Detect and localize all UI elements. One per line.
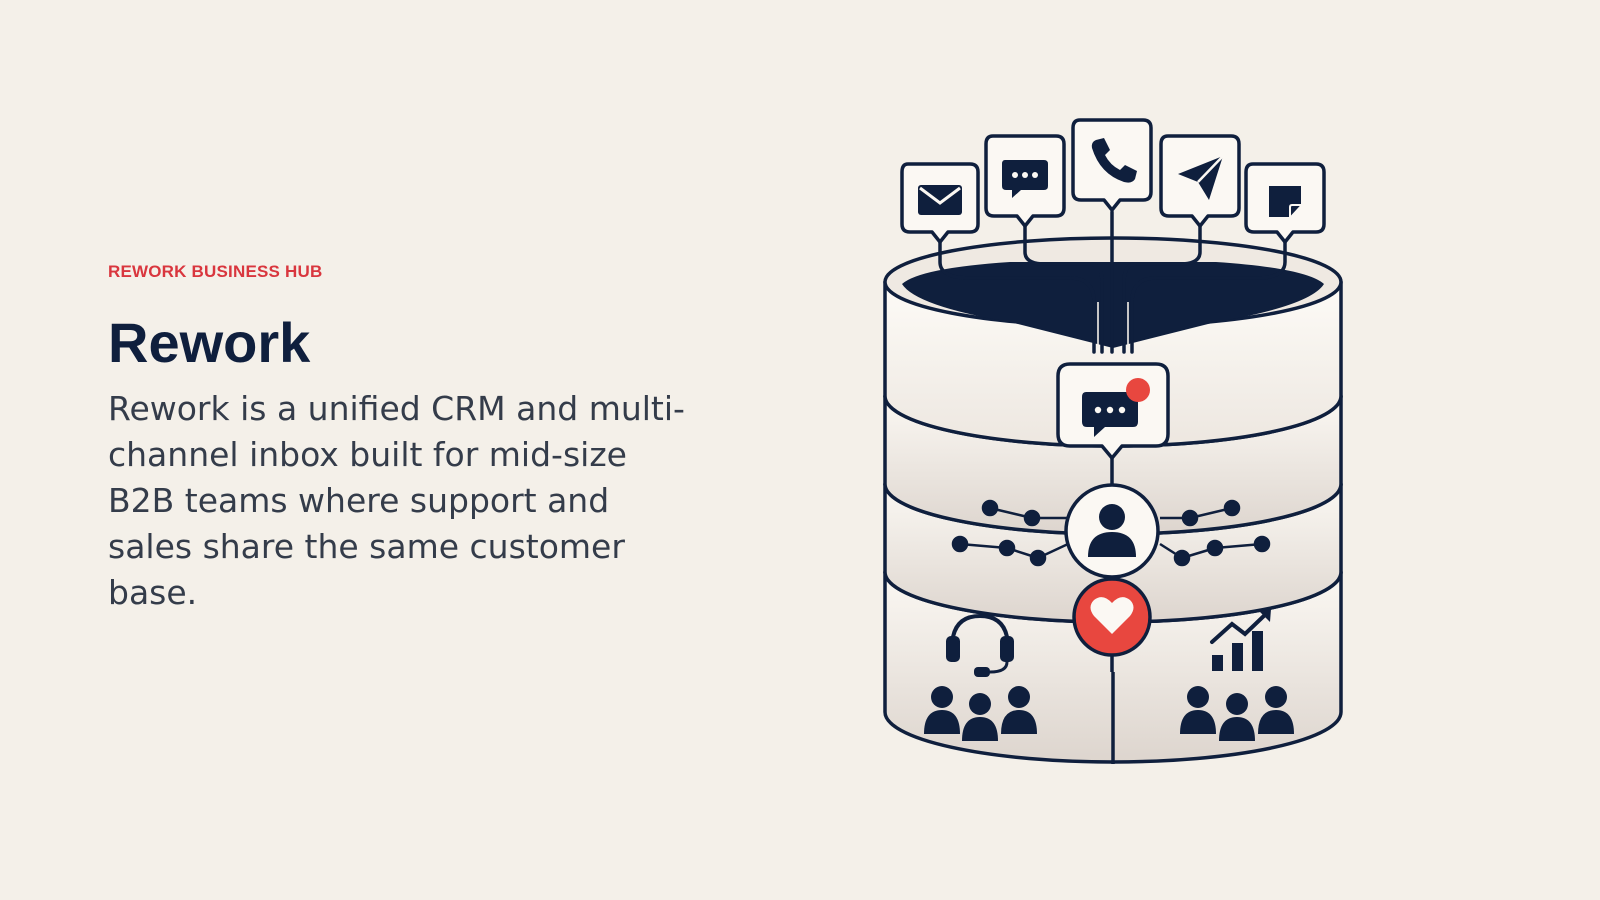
eyebrow-label: REWORK BUSINESS HUB: [108, 262, 323, 281]
channel-connectors: [938, 210, 1287, 354]
team-icon: [924, 686, 1037, 741]
notification-bubble: [1056, 362, 1170, 460]
phone-icon: [1091, 138, 1137, 183]
chat-icon: [1002, 160, 1048, 198]
network-nodes: [951, 499, 1271, 567]
contact-icon: [1088, 504, 1136, 557]
support-team: [924, 613, 1037, 741]
channel-mail-bubble: [900, 162, 980, 244]
notification-dot: [1126, 378, 1150, 402]
note-icon: [1267, 184, 1303, 219]
channel-chat-bubble: [984, 134, 1066, 228]
text-column: REWORK BUSINESS HUB Rework Rework is a u…: [108, 262, 688, 616]
send-icon: [1178, 155, 1224, 200]
heart-icon: [1090, 597, 1134, 634]
mail-icon: [918, 185, 962, 215]
channel-note-bubble: [1244, 162, 1326, 244]
contact-node: [1064, 483, 1160, 579]
channel-send-bubble: [1159, 134, 1241, 228]
slide-description: Rework is a unified CRM and multi-channe…: [108, 389, 685, 612]
slide-title: Rework: [108, 311, 311, 374]
growth-chart-icon: [1210, 609, 1271, 671]
heart-node: [1072, 577, 1152, 657]
team-icon: [1180, 686, 1294, 741]
sales-team: [1180, 609, 1294, 741]
channel-phone-bubble: [1071, 118, 1153, 212]
chat-notification-icon: [1082, 392, 1138, 437]
headset-icon: [946, 613, 1014, 677]
crm-hub-illustration: [883, 118, 1343, 764]
